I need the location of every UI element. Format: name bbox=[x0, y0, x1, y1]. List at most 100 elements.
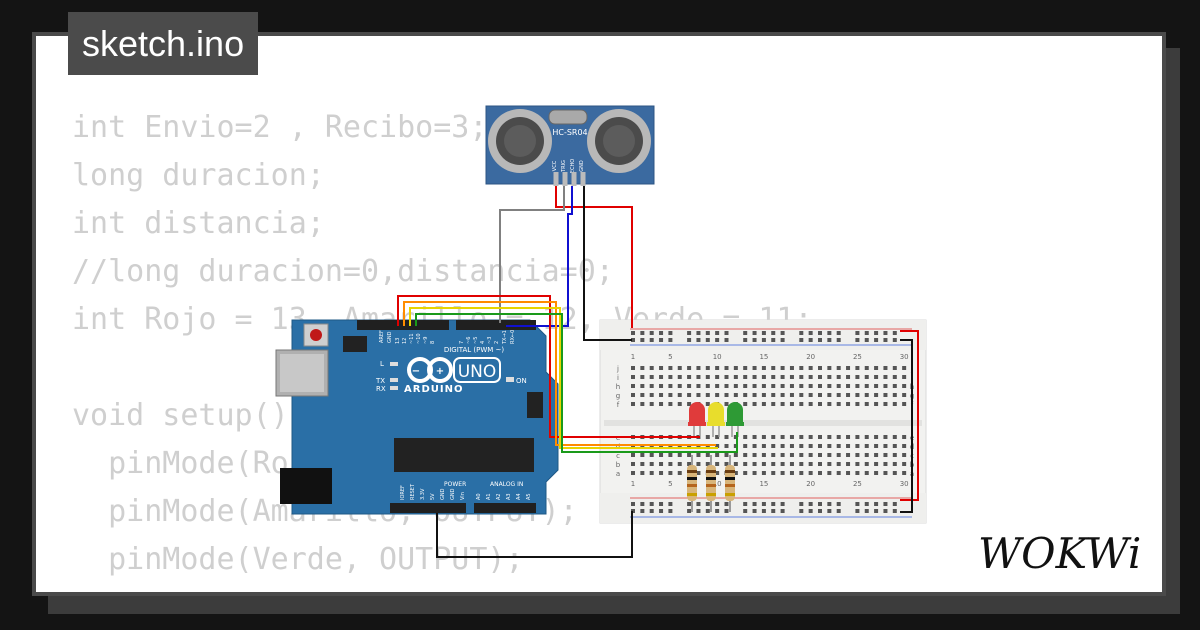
rail-hole bbox=[827, 338, 832, 342]
rail-hole bbox=[668, 338, 673, 342]
rail-hole bbox=[883, 338, 888, 342]
terminal-hole bbox=[705, 402, 710, 406]
code-line: int distancia; bbox=[72, 206, 325, 241]
terminal-hole bbox=[827, 435, 832, 439]
terminal-hole bbox=[864, 471, 869, 475]
terminal-hole bbox=[799, 366, 804, 370]
digital-pin-label: ~3 bbox=[487, 337, 493, 344]
terminal-hole bbox=[846, 462, 851, 466]
rail-hole bbox=[752, 502, 757, 506]
terminal-hole bbox=[733, 366, 738, 370]
terminal-hole bbox=[733, 384, 738, 388]
terminal-hole bbox=[631, 462, 635, 466]
file-tab[interactable]: sketch.ino bbox=[68, 12, 259, 75]
terminal-hole bbox=[808, 435, 813, 439]
sensor-pin bbox=[553, 172, 559, 186]
analog-pin-label: A2 bbox=[496, 493, 502, 500]
terminal-hole bbox=[705, 393, 710, 397]
terminal-hole bbox=[827, 384, 832, 388]
terminal-hole bbox=[752, 384, 757, 388]
wokwi-logo: WOKWi bbox=[978, 529, 1141, 578]
terminal-hole bbox=[761, 462, 766, 466]
rail-hole bbox=[808, 502, 813, 506]
terminal-hole bbox=[733, 375, 738, 379]
rail-hole bbox=[892, 331, 897, 335]
rail-hole bbox=[724, 338, 729, 342]
power-label: POWER bbox=[444, 481, 466, 488]
column-number: 20 bbox=[806, 480, 815, 488]
terminal-hole bbox=[696, 453, 701, 457]
terminal-hole bbox=[631, 375, 635, 379]
rail-hole bbox=[780, 338, 785, 342]
svg-text:−: − bbox=[412, 366, 420, 377]
wire-pin12 bbox=[403, 301, 716, 446]
terminal-hole bbox=[883, 444, 888, 448]
terminal-hole bbox=[724, 453, 729, 457]
terminal-hole bbox=[855, 471, 860, 475]
power-pin-label: GND bbox=[440, 488, 446, 500]
terminal-hole bbox=[892, 384, 897, 388]
terminal-hole bbox=[874, 453, 879, 457]
terminal-hole bbox=[677, 375, 682, 379]
terminal-hole bbox=[789, 435, 794, 439]
terminal-hole bbox=[761, 471, 766, 475]
terminal-hole bbox=[808, 366, 813, 370]
terminal-hole bbox=[752, 375, 757, 379]
terminal-hole bbox=[827, 444, 832, 448]
terminal-hole bbox=[808, 402, 813, 406]
terminal-hole bbox=[761, 453, 766, 457]
digital-pin-label: ~9 bbox=[423, 337, 429, 344]
power-pin-label: 3.3V bbox=[420, 488, 426, 500]
row-letter: f bbox=[617, 401, 620, 409]
wire-gnd-board bbox=[436, 511, 633, 558]
rail-hole bbox=[743, 502, 748, 506]
terminal-hole bbox=[761, 393, 766, 397]
svg-text:WOKWi: WOKWi bbox=[978, 529, 1141, 578]
rail-hole bbox=[855, 509, 860, 513]
power-pin-label: RESET bbox=[410, 483, 416, 500]
column-number: 1 bbox=[631, 353, 635, 361]
rail-hole bbox=[696, 331, 701, 335]
terminal-hole bbox=[864, 453, 869, 457]
rail-hole bbox=[892, 509, 897, 513]
terminal-hole bbox=[799, 435, 804, 439]
terminal-hole bbox=[677, 471, 682, 475]
resistor-1 bbox=[687, 455, 697, 512]
terminal-hole bbox=[799, 384, 804, 388]
terminal-hole bbox=[687, 402, 692, 406]
sensor-pin-label: GND bbox=[579, 160, 585, 172]
rail-hole bbox=[818, 338, 822, 342]
rail-hole bbox=[668, 502, 673, 506]
power-header bbox=[390, 503, 466, 513]
terminal-hole bbox=[827, 375, 832, 379]
terminal-hole bbox=[724, 375, 729, 379]
rail-hole bbox=[892, 338, 897, 342]
atmega-chip bbox=[394, 438, 534, 472]
terminal-hole bbox=[874, 384, 879, 388]
rail-hole bbox=[649, 502, 654, 506]
terminal-hole bbox=[752, 366, 757, 370]
rail-hole bbox=[687, 509, 692, 513]
column-number: 5 bbox=[668, 480, 672, 488]
wire-echo bbox=[506, 186, 573, 327]
terminal-hole bbox=[846, 471, 851, 475]
terminal-hole bbox=[892, 402, 897, 406]
terminal-hole bbox=[724, 435, 729, 439]
rail-hole bbox=[771, 338, 776, 342]
rail-hole bbox=[640, 502, 645, 506]
rail-hole bbox=[827, 509, 832, 513]
terminal-hole bbox=[696, 393, 701, 397]
terminal-hole bbox=[799, 444, 804, 448]
terminal-hole bbox=[780, 393, 785, 397]
terminal-hole bbox=[846, 375, 851, 379]
terminal-hole bbox=[733, 471, 738, 475]
terminal-hole bbox=[640, 453, 645, 457]
terminal-hole bbox=[631, 384, 635, 388]
terminal-hole bbox=[715, 444, 720, 448]
terminal-hole bbox=[789, 375, 794, 379]
terminal-hole bbox=[855, 453, 860, 457]
wires bbox=[397, 186, 919, 558]
